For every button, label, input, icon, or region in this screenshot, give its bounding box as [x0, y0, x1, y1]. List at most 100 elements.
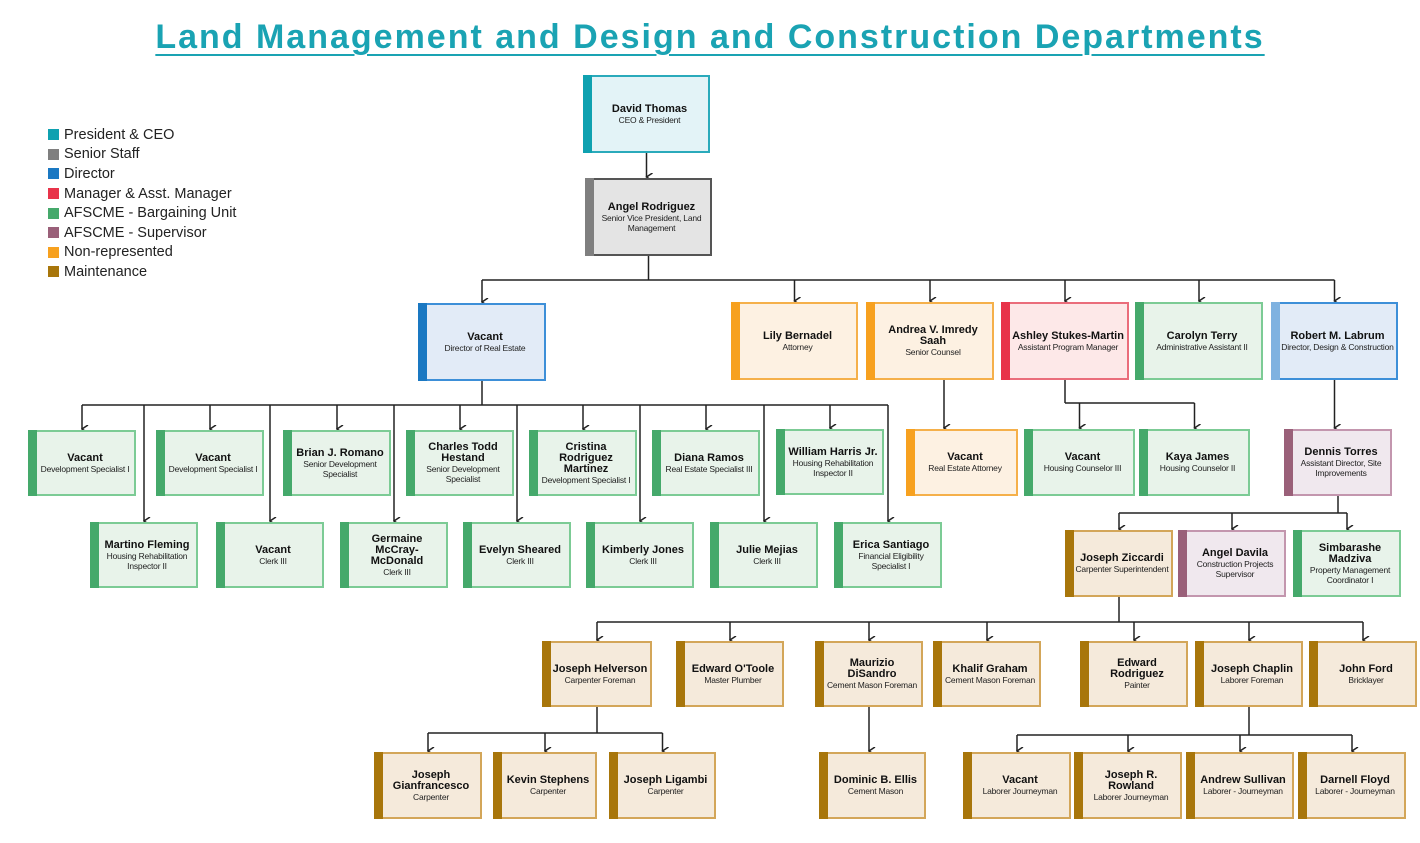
person-name: Vacant: [947, 451, 983, 463]
category-bar: [1001, 302, 1010, 380]
person-name: Kevin Stephens: [506, 774, 590, 786]
category-bar: [866, 302, 875, 380]
category-bar: [28, 430, 37, 496]
person-name: Erica Santiago: [852, 538, 930, 551]
category-bar: [731, 302, 740, 380]
job-title: Real Estate Attorney: [928, 463, 1002, 473]
person-name: Edward O'Toole: [691, 662, 775, 675]
person-name: Dominic B. Ellis: [833, 774, 918, 786]
person-name: Joseph Gianfrancesco: [392, 768, 470, 792]
category-bar: [583, 75, 592, 153]
category-bar: [463, 522, 472, 588]
category-bar: [1195, 641, 1204, 707]
legend-label: Non-represented: [64, 244, 173, 261]
person-name: Cristina Rodriguez Martinez: [559, 440, 613, 475]
person-name: John Ford: [1339, 662, 1393, 675]
job-title: Assistant Director, Site Improvements: [1300, 458, 1382, 478]
category-bar: [1293, 530, 1302, 597]
job-title: Painter: [1124, 680, 1150, 690]
category-bar: [1074, 752, 1083, 819]
job-title: Clerk III: [383, 566, 411, 577]
job-title: Cement Mason: [847, 786, 904, 796]
legend-label: AFSCME - Supervisor: [64, 224, 207, 241]
person-name: Vacant: [67, 451, 103, 464]
job-title: Laborer Journeyman: [1093, 791, 1169, 802]
org-node-william: William Harris Jr.Housing Rehabilitation…: [776, 429, 884, 495]
person-name: Maurizio DiSandro: [847, 657, 897, 680]
person-name: Vacant: [467, 330, 503, 343]
legend-item-maint: Maintenance: [48, 262, 236, 282]
category-bar: [676, 641, 685, 707]
legend-label: Maintenance: [64, 263, 148, 280]
legend-label: Manager & Asst. Manager: [64, 185, 232, 202]
person-name: Vacant: [1002, 774, 1038, 786]
person-name: Simbarashe Madziva: [1318, 541, 1382, 565]
category-bar: [834, 522, 843, 588]
job-title: Director, Design & Construction: [1281, 341, 1394, 352]
job-title: Housing Counselor III: [1043, 463, 1122, 473]
category-bar: [493, 752, 502, 819]
job-title: Construction Projects Supervisor: [1196, 559, 1274, 579]
person-name: Carolyn Terry: [1166, 329, 1238, 342]
legend-swatch: [48, 148, 59, 160]
person-name: Julie Mejias: [736, 543, 798, 556]
category-bar: [652, 430, 661, 496]
category-bar: [1065, 530, 1074, 597]
category-bar: [819, 752, 828, 819]
category-bar: [1024, 429, 1033, 496]
job-title: Clerk III: [629, 555, 657, 566]
job-title: Laborer Foreman: [1220, 674, 1284, 685]
job-title: Development Specialist I: [168, 463, 258, 474]
job-title: Carpenter: [413, 791, 449, 802]
job-title: Laborer Journeyman: [982, 786, 1058, 796]
job-title: Laborer - Journeyman: [1203, 786, 1283, 796]
category-bar: [815, 641, 824, 707]
job-title: Clerk III: [506, 555, 534, 566]
category-bar: [374, 752, 383, 819]
category-bar: [1080, 641, 1089, 707]
legend-item-manager: Manager & Asst. Manager: [48, 184, 236, 204]
legend-label: AFSCME - Bargaining Unit: [64, 205, 237, 222]
category-bar: [1139, 429, 1148, 496]
category-bar: [776, 429, 785, 495]
job-title: Laborer - Journeyman: [1315, 786, 1395, 796]
category-bar: [283, 430, 292, 496]
person-name: Lily Bernadel: [762, 329, 833, 342]
legend-swatch: [48, 129, 59, 141]
legend-label: President & CEO: [64, 126, 175, 143]
category-bar: [586, 522, 595, 588]
person-name: Robert M. Labrum: [1290, 329, 1385, 342]
legend-label: Senior Staff: [64, 146, 140, 163]
legend-label: Director: [64, 165, 115, 182]
person-name: Evelyn Sheared: [479, 543, 561, 556]
legend-swatch: [48, 207, 59, 219]
category-bar: [906, 429, 915, 496]
category-bar: [1178, 530, 1187, 597]
job-title: Cement Mason Foreman: [826, 680, 917, 690]
category-bar: [542, 641, 551, 707]
person-name: Angel Rodriguez: [607, 200, 696, 213]
person-name: Joseph Chaplin: [1211, 662, 1293, 675]
